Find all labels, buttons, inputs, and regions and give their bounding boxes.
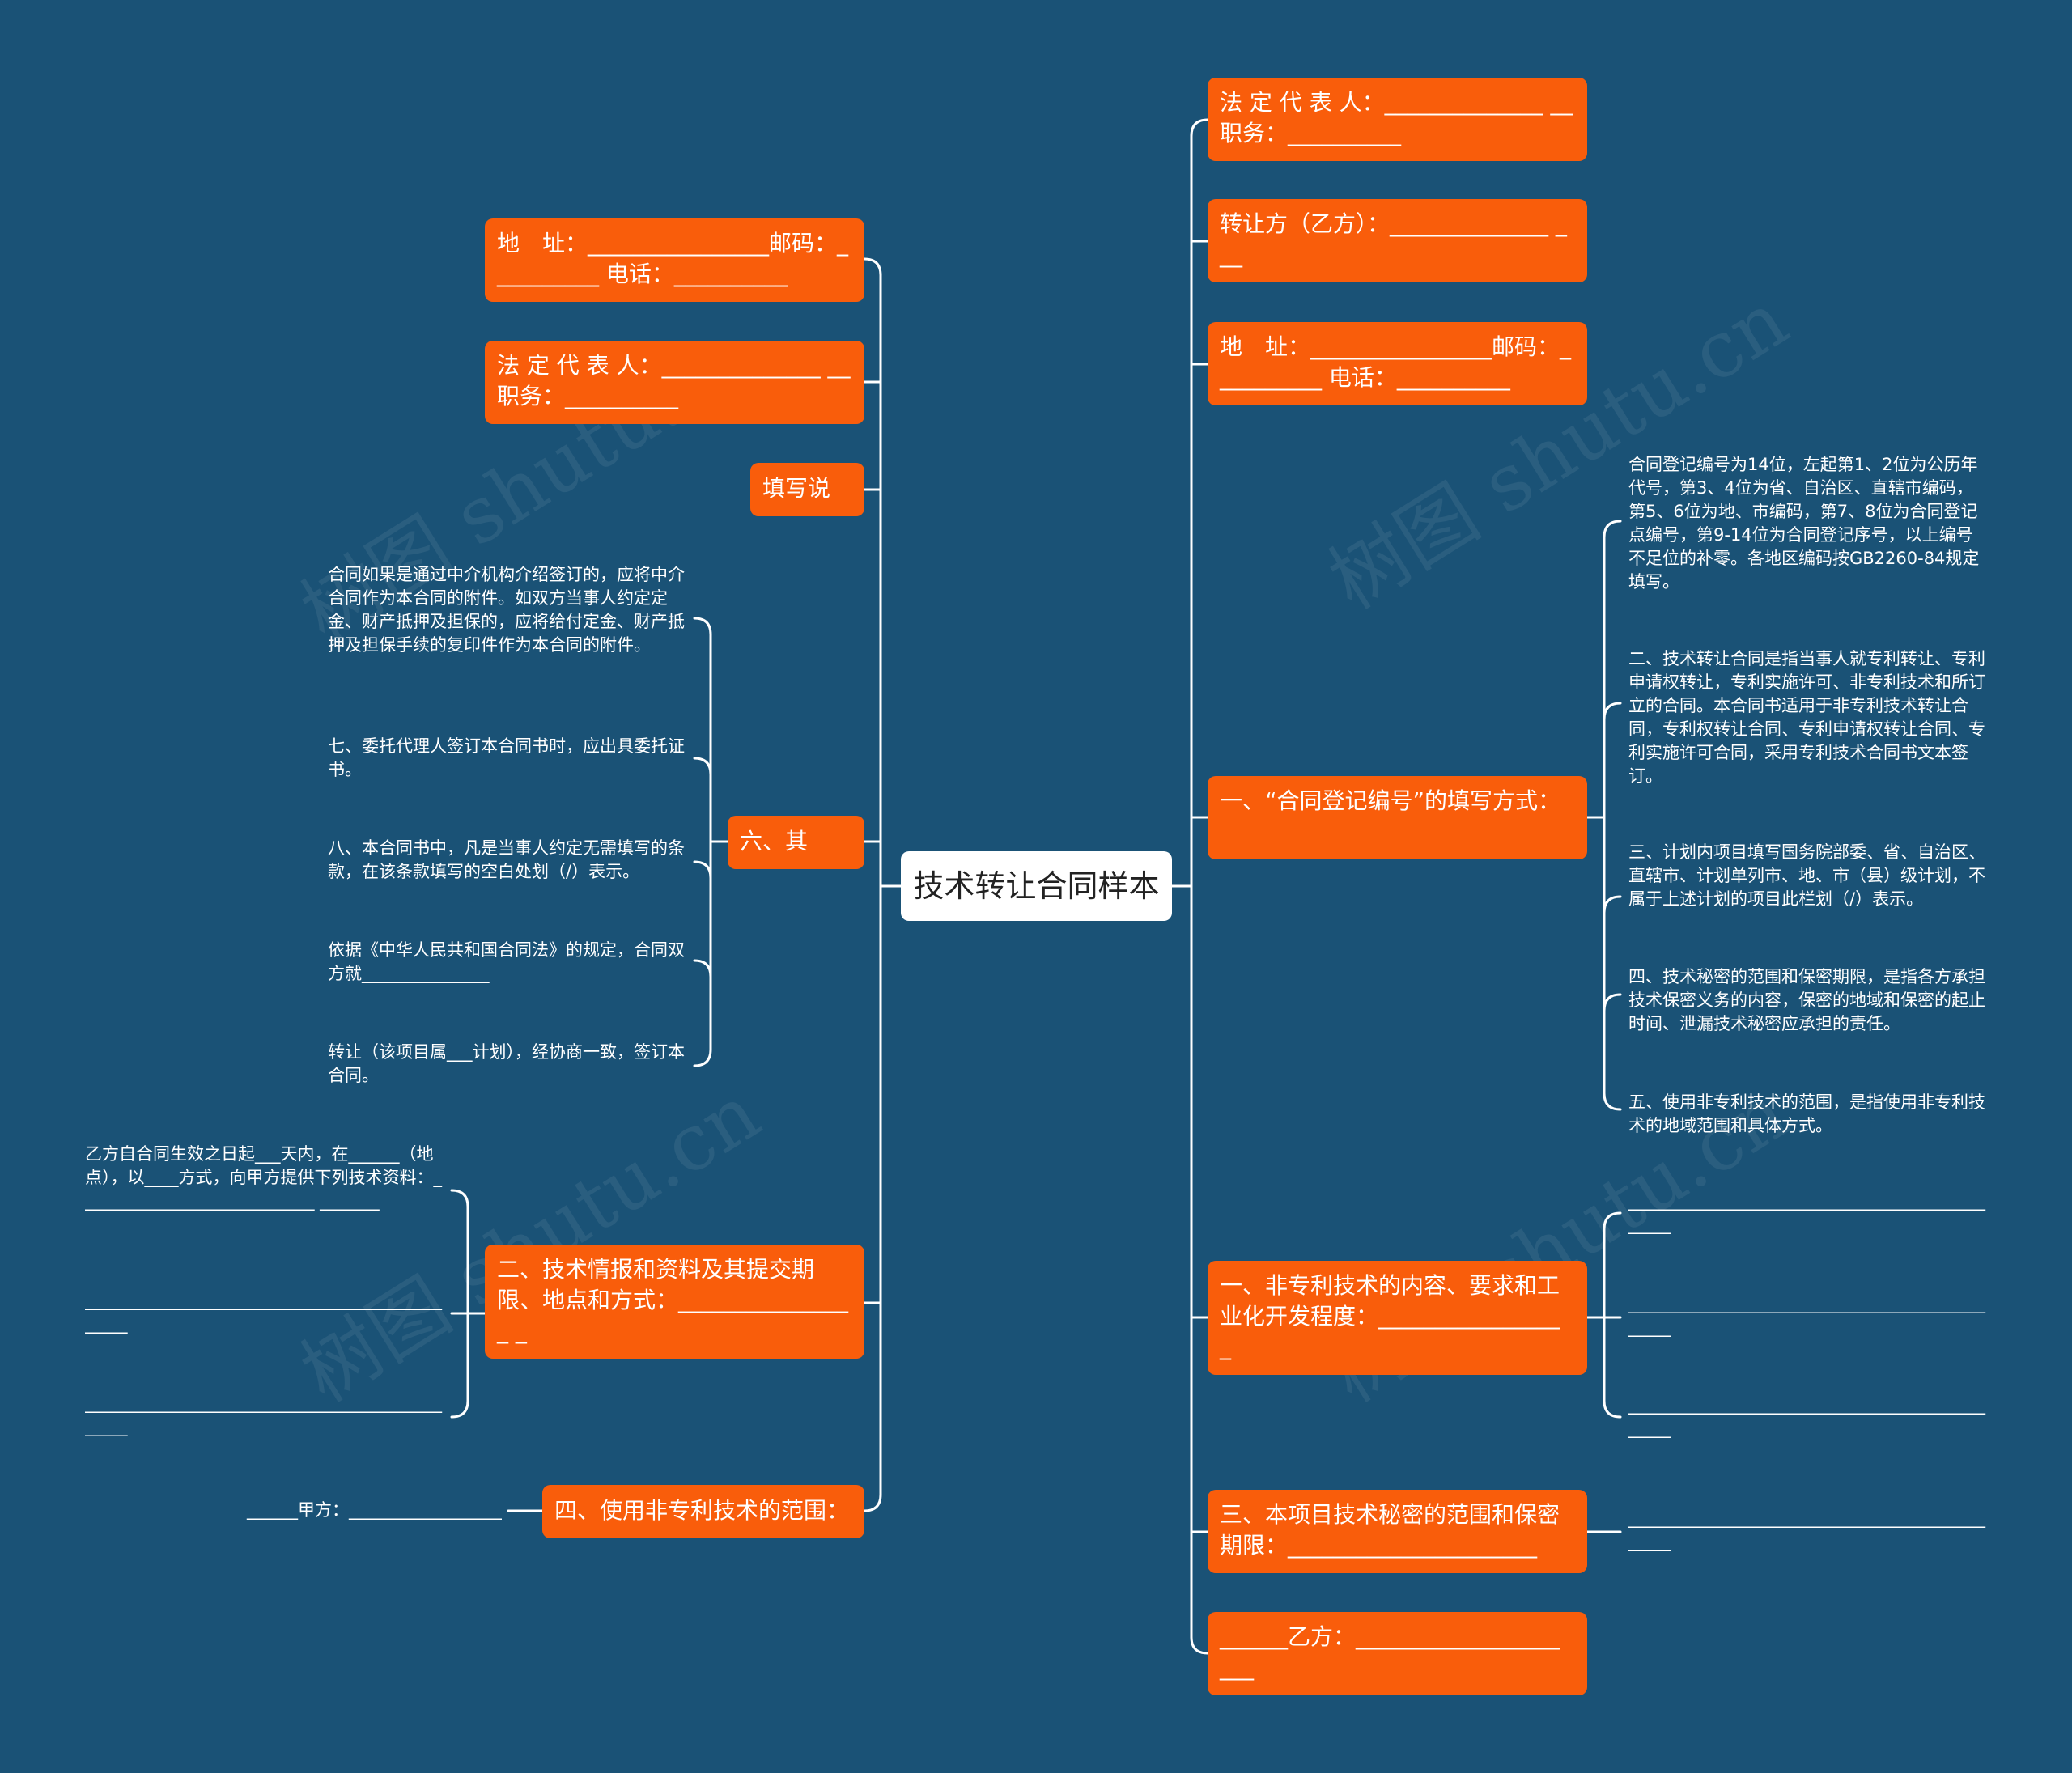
connector: [1603, 895, 1622, 914]
fill-note-node[interactable]: 填写说明: [750, 463, 864, 516]
scope-node[interactable]: 四、使用非专利技术的范围：: [542, 1485, 864, 1538]
content-item: ________________________________________…: [1628, 1395, 1985, 1438]
reg-no-item: 四、技术秘密的范围和保密期限，是指各方承担技术保密义务的内容，保密的地域和保密的…: [1628, 967, 1985, 1033]
connector: [1603, 1211, 1622, 1231]
connector: [693, 860, 712, 880]
connector: [693, 617, 712, 636]
connector: [450, 1399, 469, 1419]
connector: [1603, 993, 1622, 1012]
transferee-node[interactable]: 转让方（乙方）：______________ ___: [1208, 199, 1587, 282]
connector: [863, 1493, 882, 1512]
connector: [1603, 702, 1622, 721]
secret-item: ________________________________________…: [1628, 1508, 1985, 1551]
reg-no-node[interactable]: 一、“合同登记编号”的填写方式：: [1208, 776, 1587, 859]
connector: [1190, 118, 1209, 138]
reg-no-item: 合同登记编号为14位，左起第1、2位为公历年代号，第3、4位为省、自治区、直辖市…: [1628, 455, 1980, 592]
connector: [863, 257, 882, 277]
content-item: ________________________________________…: [1628, 1191, 1985, 1234]
connector: [1190, 1635, 1209, 1655]
tech-info-item: 乙方自合同生效之日起___天内，在______（地点），以____方式，向甲方提…: [85, 1144, 442, 1211]
tech-info-item: ________________________________________…: [85, 1393, 442, 1436]
left-legal-rep-node[interactable]: 法 定 代 表 人：______________ __职务：__________: [485, 341, 864, 424]
secret-node[interactable]: 三、本项目技术秘密的范围和保密期限：______________________: [1208, 1490, 1587, 1573]
connector: [1603, 1399, 1622, 1419]
connector: [450, 1189, 469, 1208]
content-node[interactable]: 一、非专利技术的内容、要求和工业化开发程度：________________ _: [1208, 1261, 1587, 1375]
right-legal-rep-node[interactable]: 法 定 代 表 人：______________ __职务：__________: [1208, 78, 1587, 161]
other-node[interactable]: 六、其他：: [728, 816, 864, 869]
root-node[interactable]: 技术转让合同样本: [901, 851, 1172, 921]
connector: [693, 1048, 712, 1067]
connector: [693, 757, 712, 776]
right-address-node[interactable]: 地 址：________________邮码：__________ 电话：___…: [1208, 322, 1587, 405]
tech-info-item: ________________________________________…: [85, 1291, 442, 1334]
other-item: 八、本合同书中，凡是当事人约定无需填写的条款，在该条款填写的空白处划（/）表示。: [328, 838, 685, 881]
connector: [1603, 520, 1622, 539]
reg-no-item: 三、计划内项目填写国务院部委、省、自治区、直辖市、计划单列市、地、市（县）级计划…: [1628, 842, 1985, 909]
connector: [1603, 1092, 1622, 1111]
reg-no-item: 二、技术转让合同是指当事人就专利转让、专利申请权转让，专利实施许可、非专利技术和…: [1628, 649, 1985, 786]
left-address-node[interactable]: 地 址：________________邮码：__________ 电话：___…: [485, 218, 864, 302]
tech-info-node[interactable]: 二、技术情报和资料及其提交期限、地点和方式：________________ _: [485, 1245, 864, 1359]
party-b-node[interactable]: ______乙方：__________________ ___: [1208, 1612, 1587, 1695]
content-item: ________________________________________…: [1628, 1294, 1985, 1337]
other-item: 合同如果是通过中介机构介绍签订的，应将中介合同作为本合同的附件。如双方当事人约定…: [328, 565, 685, 655]
other-item: 七、委托代理人签订本合同书时，应出具委托证书。: [328, 736, 685, 779]
other-item: 依据《中华人民共和国合同法》的规定，合同双方就_______________: [328, 940, 685, 983]
other-item: 转让（该项目属___计划），经协商一致，签订本合同。: [328, 1042, 685, 1085]
reg-no-item: 五、使用非专利技术的范围，是指使用非专利技术的地域范围和具体方式。: [1628, 1092, 1985, 1135]
connector: [693, 959, 712, 978]
scope-item: ______甲方：__________________: [247, 1500, 502, 1520]
